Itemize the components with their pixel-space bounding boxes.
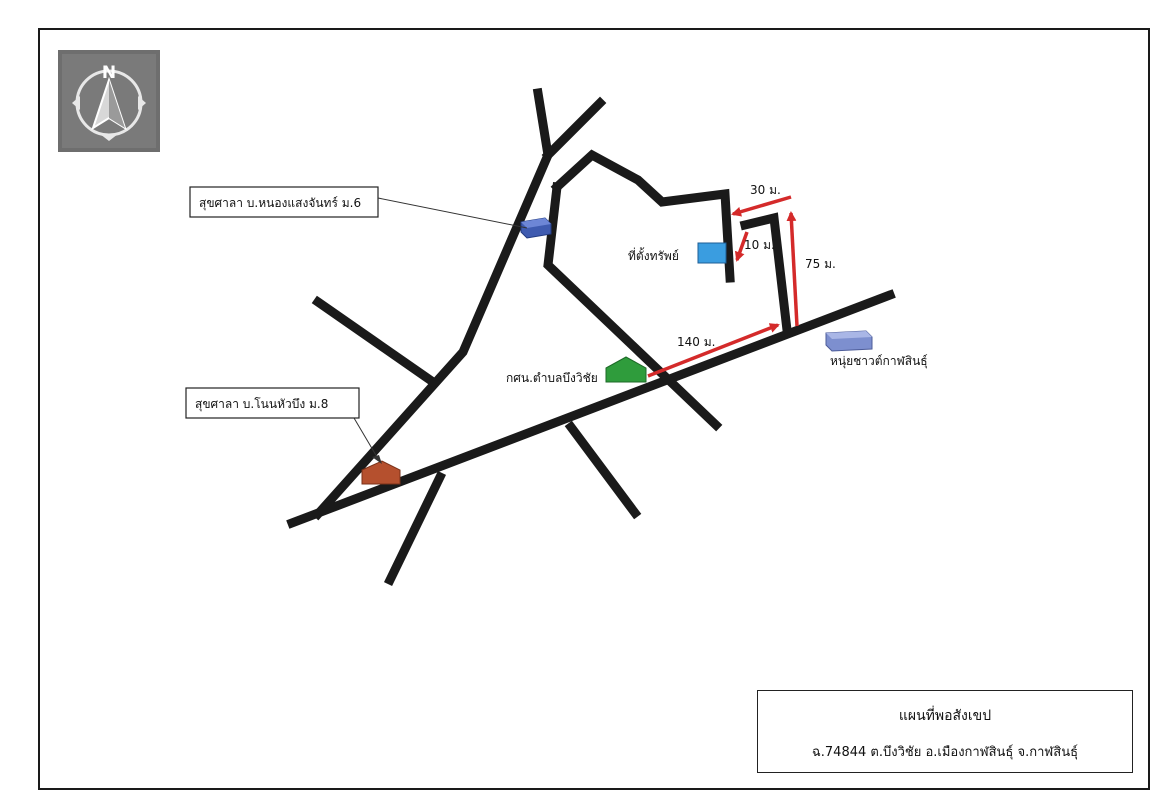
arrow-75m xyxy=(786,211,799,327)
distance-label-75m: 75 ม. xyxy=(805,257,836,271)
map-title: แผนที่พอสังเขป xyxy=(898,708,992,724)
road-upper-loop xyxy=(550,149,735,283)
label-nfe-center: กศน.ตำบลบึงวิชัย xyxy=(506,371,598,385)
map-subtitle: ฉ.74844 ต.บึงวิชัย อ.เมืองกาฬสินธุ์ จ.กา… xyxy=(811,745,1079,760)
road-left-branch xyxy=(311,87,553,521)
distance-arrows xyxy=(647,195,799,378)
north-compass-icon: N xyxy=(58,50,160,152)
road-upper-west xyxy=(311,295,440,389)
road-main-diagonal xyxy=(286,289,896,529)
leader-health-m8 xyxy=(353,417,381,463)
nfe-center-marker xyxy=(605,356,647,383)
label-property: ที่ตั้งทรัพย์ xyxy=(628,247,679,263)
road-north-fork xyxy=(541,96,607,162)
leader-health-m6 xyxy=(377,197,528,229)
leader-health-m8-head xyxy=(372,455,382,464)
road-south-1 xyxy=(383,470,447,587)
property-marker xyxy=(697,242,727,264)
health-station-m6-marker xyxy=(520,217,552,239)
label-health-station-m6: สุขศาลา บ.หนองแสงจันทร์ ม.6 xyxy=(199,196,361,211)
map-title-box: แผนที่พอสังเขป ฉ.74844 ต.บึงวิชัย อ.เมือ… xyxy=(757,690,1133,773)
label-health-station-m8: สุขศาลา บ.โนนหัวบึง ม.8 xyxy=(195,397,328,412)
health-station-m8-marker xyxy=(361,460,401,485)
distance-label-30m: 30 ม. xyxy=(750,183,781,197)
road-network xyxy=(286,87,896,587)
kalasin-unit-marker xyxy=(825,330,873,352)
arrow-10m xyxy=(734,231,749,262)
arrow-140m xyxy=(647,323,780,378)
road-south-2 xyxy=(564,420,642,520)
callout-box-health-m6 xyxy=(189,186,379,218)
label-kalasin-unit: หนุ่ยชาวต์กาฬสินธุ์ xyxy=(830,354,928,369)
callout-box-health-m8 xyxy=(185,387,360,419)
road-right-spur xyxy=(739,212,792,335)
compass-north-letter: N xyxy=(102,63,116,83)
distance-label-140m: 140 ม. xyxy=(677,335,715,349)
distance-label-10m: 10 ม. xyxy=(744,238,775,252)
arrow-30m xyxy=(731,195,792,217)
